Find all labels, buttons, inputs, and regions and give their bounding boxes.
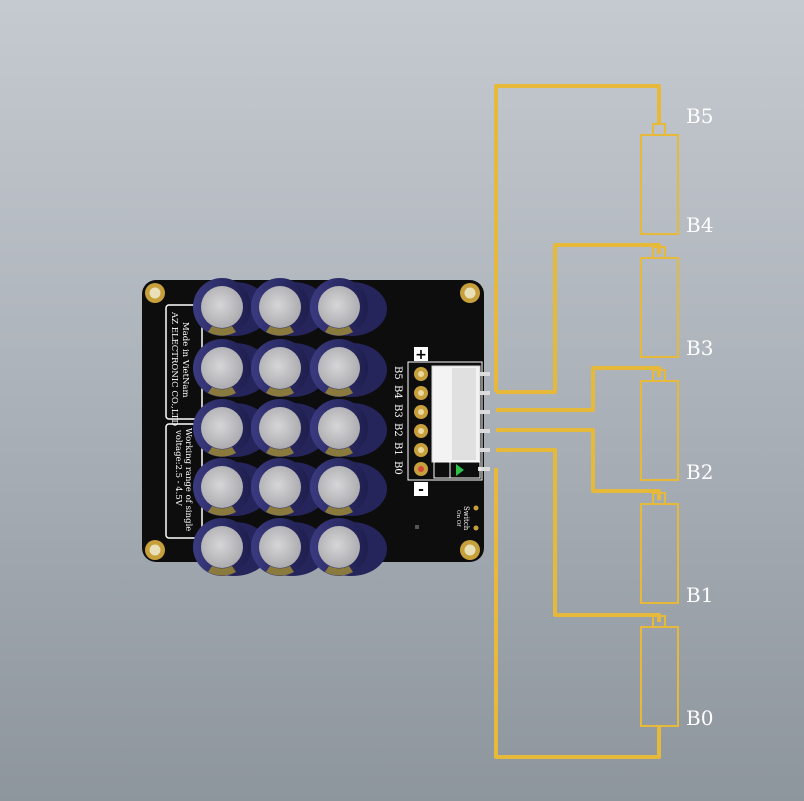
connector-silk-box (407, 361, 483, 481)
balance-wires (494, 84, 661, 759)
connector-minus-box (414, 482, 428, 496)
mounting-hole (460, 283, 480, 303)
capacitor (251, 278, 328, 336)
connector-plus-mark: + (415, 347, 427, 363)
switch-pad (473, 525, 479, 531)
capacitor (251, 399, 328, 457)
cell-label-b4: B4 (686, 213, 714, 237)
connector-pin-label: B3 (392, 404, 403, 418)
connector-pin (414, 367, 490, 381)
connector-pin-label: B1 (392, 442, 403, 456)
cell-label-b1: B1 (686, 583, 714, 607)
mounting-hole (145, 283, 165, 303)
battery-cell (640, 123, 679, 235)
connector-pin (414, 462, 490, 476)
capacitor (251, 518, 328, 576)
capacitor (193, 518, 270, 576)
capacitor-array (193, 278, 387, 576)
connector-pins (414, 367, 490, 476)
battery-cell-stack (640, 123, 679, 727)
connector-pin (414, 443, 490, 457)
capacitor (310, 278, 387, 336)
connector-minus-mark: - (418, 482, 424, 498)
battery-cell (640, 369, 679, 481)
capacitor (251, 339, 328, 397)
indicator-box (433, 461, 481, 479)
connector-pin-label: B2 (392, 423, 403, 437)
connector-pin (414, 424, 490, 438)
capacitor (310, 339, 387, 397)
switch-label: Switch (462, 506, 470, 531)
switch-pad-square (415, 525, 419, 529)
mounting-hole (460, 540, 480, 560)
connector-pin (414, 386, 490, 400)
mounting-hole (145, 540, 165, 560)
wire-b2 (496, 428, 661, 500)
capacitor (193, 278, 270, 336)
battery-cell (640, 615, 679, 727)
wire-b0 (494, 468, 661, 759)
cell-label-b5: B5 (686, 104, 714, 128)
connector-plus-box (414, 347, 428, 361)
battery-cell (640, 246, 679, 358)
cell-label-b0: B0 (686, 706, 714, 730)
capacitor (193, 339, 270, 397)
connector-pin-label: B4 (392, 385, 403, 399)
indicator-arrow-icon (456, 464, 464, 476)
connector-pin (414, 405, 490, 419)
silk-range-line1: Working range of single (183, 428, 193, 531)
silk-range-line2: voltage:2.5 - 4.5V (173, 429, 183, 507)
silk-company: AZ ELECTRONIC CO.,LTD (169, 311, 179, 426)
silk-origin: Made in VietNam (180, 322, 190, 398)
capacitor (310, 518, 387, 576)
cell-label-b2: B2 (686, 460, 714, 484)
wire-b5 (494, 84, 661, 392)
wire-b3 (496, 366, 661, 412)
wire-b1 (496, 448, 661, 622)
connector-pin-label: B0 (392, 461, 403, 475)
capacitor (310, 399, 387, 457)
connector-latch (452, 368, 476, 460)
cell-label-b3: B3 (686, 336, 714, 360)
switch-states: On Of (455, 510, 461, 527)
capacitor (310, 458, 387, 516)
capacitor (193, 399, 270, 457)
connector-pin-label: B5 (392, 366, 403, 380)
switch-pad (473, 505, 479, 511)
capacitor (251, 458, 328, 516)
battery-cell (640, 492, 679, 604)
capacitor (193, 458, 270, 516)
